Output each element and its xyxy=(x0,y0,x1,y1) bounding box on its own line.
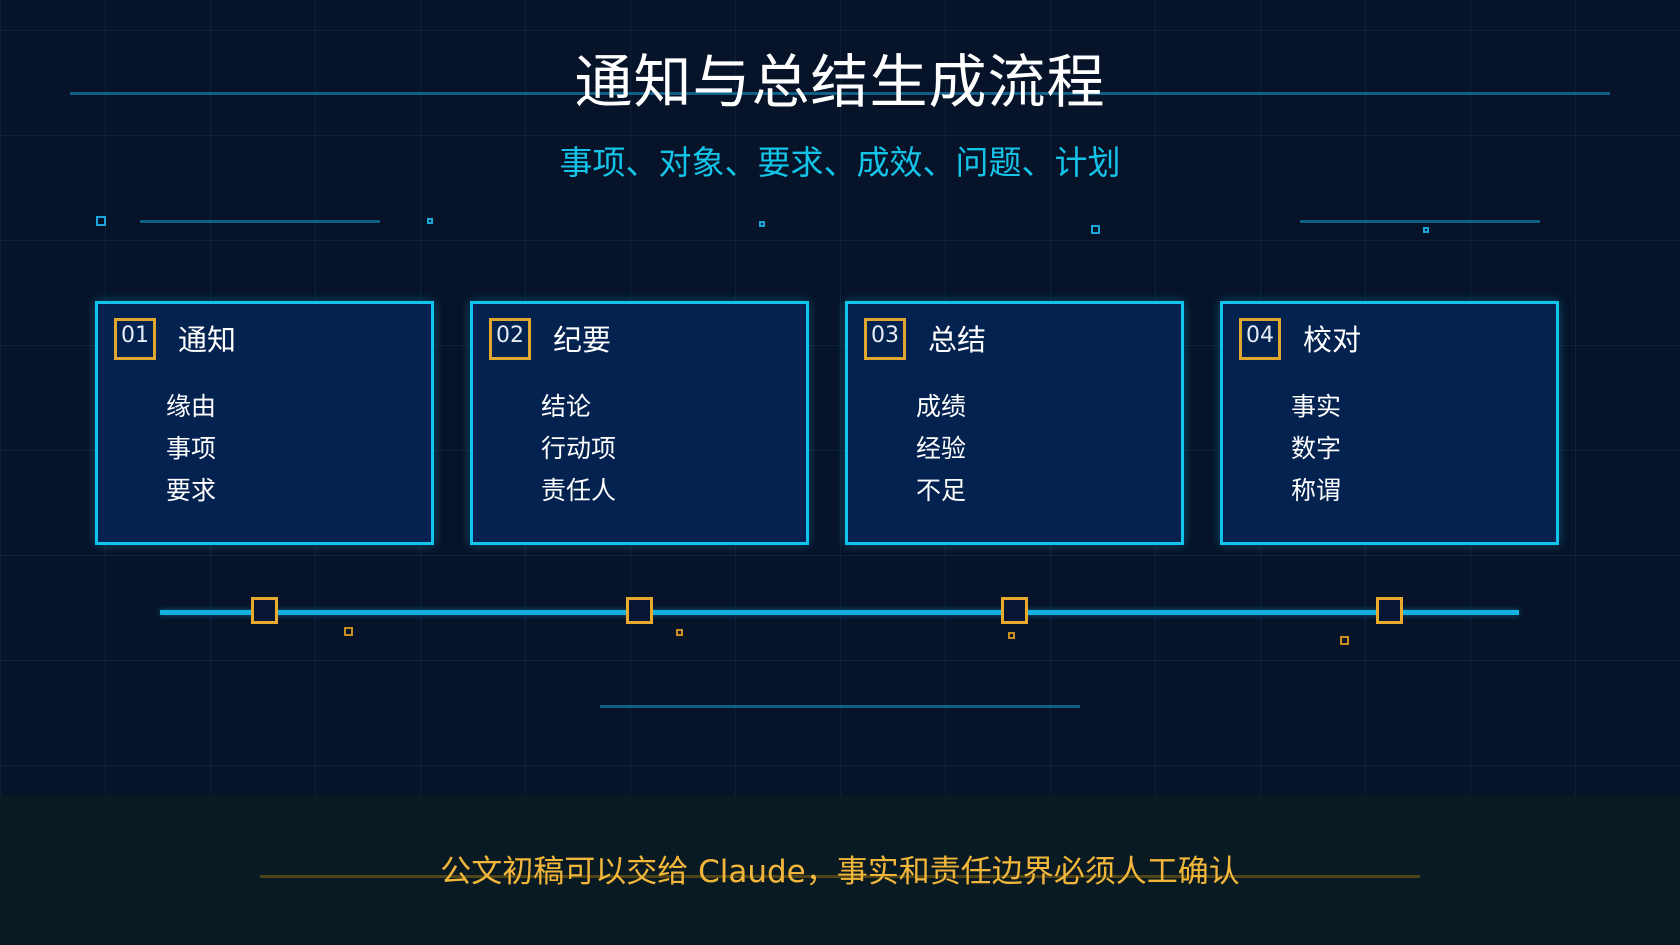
step-item: 数字 xyxy=(1291,434,1342,463)
timeline-track xyxy=(160,610,1519,615)
step-title: 纪要 xyxy=(553,323,612,357)
decor-dot xyxy=(1091,225,1100,234)
step-item: 称谓 xyxy=(1291,476,1342,505)
step-item-list: 事实 数字 称谓 xyxy=(1291,386,1341,512)
step-item-list: 缘由 事项 要求 xyxy=(166,386,216,512)
page-subtitle: 事项、对象、要求、成效、问题、计划 xyxy=(559,143,1121,182)
timeline-marker xyxy=(1376,597,1403,624)
decor-dot xyxy=(759,221,765,227)
step-title: 校对 xyxy=(1303,323,1362,357)
page-title: 通知与总结生成流程 xyxy=(574,48,1106,116)
step-number-badge: 01 xyxy=(114,318,156,360)
decor-square xyxy=(676,629,683,636)
step-card-notice: 01 通知 缘由 事项 要求 xyxy=(95,301,434,545)
step-item-list: 结论 行动项 责任人 xyxy=(541,386,616,512)
decor-line-left xyxy=(140,220,380,223)
decor-square xyxy=(344,627,353,636)
decor-square xyxy=(1008,632,1015,639)
timeline-marker xyxy=(251,597,278,624)
footer-band xyxy=(0,795,1680,945)
step-number-badge: 02 xyxy=(489,318,531,360)
timeline-marker xyxy=(1001,597,1028,624)
step-item-list: 成绩 经验 不足 xyxy=(916,386,966,512)
step-card-minutes: 02 纪要 结论 行动项 责任人 xyxy=(470,301,809,545)
step-item: 缘由 xyxy=(166,392,217,421)
timeline-marker xyxy=(626,597,653,624)
step-card-proofread: 04 校对 事实 数字 称谓 xyxy=(1220,301,1559,545)
step-item: 经验 xyxy=(916,434,967,463)
step-item: 行动项 xyxy=(541,434,617,463)
step-item: 责任人 xyxy=(541,476,617,505)
step-item: 不足 xyxy=(916,476,967,505)
step-title: 总结 xyxy=(928,323,987,357)
decor-dot xyxy=(96,216,106,226)
step-item: 成绩 xyxy=(916,392,967,421)
decor-line-right xyxy=(1300,220,1540,223)
footer-note: 公文初稿可以交给 Claude，事实和责任边界必须人工确认 xyxy=(440,854,1240,890)
step-item: 结论 xyxy=(541,392,592,421)
step-title: 通知 xyxy=(178,323,237,357)
step-card-summary: 03 总结 成绩 经验 不足 xyxy=(845,301,1184,545)
step-item: 要求 xyxy=(166,476,217,505)
decor-dot xyxy=(427,218,433,224)
footer-line xyxy=(260,875,1420,878)
decor-line-bottom xyxy=(600,705,1080,708)
title-underline xyxy=(70,92,1610,95)
decor-dot xyxy=(1423,227,1429,233)
step-item: 事项 xyxy=(166,434,217,463)
step-number-badge: 03 xyxy=(864,318,906,360)
decor-square xyxy=(1340,636,1349,645)
step-item: 事实 xyxy=(1291,392,1342,421)
step-number-badge: 04 xyxy=(1239,318,1281,360)
